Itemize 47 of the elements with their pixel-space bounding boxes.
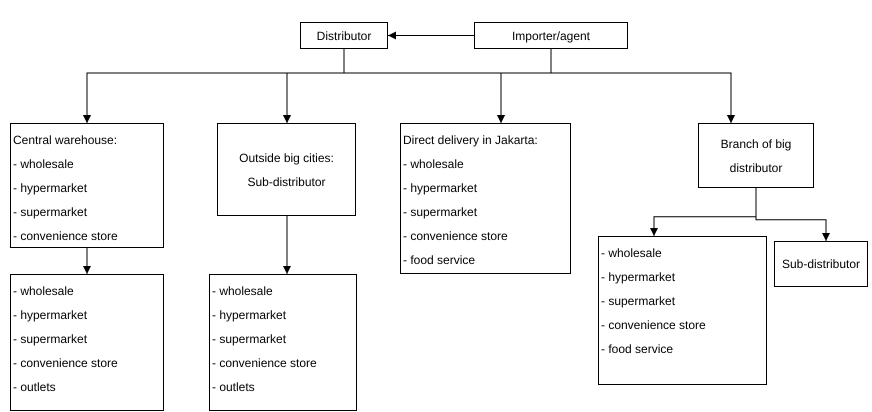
node-text: - convenience store	[212, 355, 318, 372]
node-box	[774, 241, 868, 287]
node-text: Outside big cities:	[239, 150, 334, 166]
node-text: Distributor	[316, 28, 372, 44]
node-box	[698, 123, 814, 188]
node-text: - convenience store	[601, 317, 707, 334]
node-box	[400, 123, 571, 274]
node-text: - hypermarket	[403, 180, 478, 197]
node-box	[300, 22, 388, 49]
connector-arrow	[283, 216, 291, 274]
node-text: - outlets	[13, 379, 57, 396]
node-text: - wholesale	[212, 283, 274, 300]
node-text: Branch of big distributor	[720, 136, 792, 176]
node-text: - hypermarket	[212, 307, 288, 324]
connector-arrow	[550, 48, 735, 124]
node-text: - convenience store	[13, 355, 119, 372]
node-text: - wholesale	[403, 156, 465, 173]
node-text: - wholesale	[13, 156, 75, 173]
node-text: Direct delivery in Jakarta:	[403, 132, 539, 149]
node-text: - supermarket	[212, 331, 288, 348]
node-text: - supermarket	[403, 204, 478, 221]
node-text: Sub-distributor	[782, 256, 860, 273]
node-box	[10, 274, 164, 411]
node-text: - convenience store	[403, 228, 509, 245]
node-text: - hypermarket	[13, 180, 88, 197]
node-text: - outlets	[212, 379, 256, 396]
node-box	[598, 236, 767, 385]
node-text: - food service	[403, 252, 476, 269]
node-text: - supermarket	[601, 293, 676, 310]
node-box	[10, 123, 164, 248]
node-box	[209, 274, 357, 411]
node-text: - hypermarket	[13, 307, 88, 324]
node-text: - hypermarket	[601, 269, 676, 286]
node-text: Importer/agent	[512, 28, 590, 44]
node-text: - wholesale	[13, 283, 75, 300]
node-text: - supermarket	[13, 204, 88, 221]
node-box	[217, 123, 356, 216]
connector-arrow	[388, 32, 474, 40]
connector-arrow	[756, 188, 830, 242]
node-text: - convenience store	[13, 228, 119, 245]
node-text: - wholesale	[601, 245, 663, 262]
node-text: - supermarket	[13, 331, 88, 348]
node-text: Central warehouse:	[13, 132, 118, 149]
node-box	[474, 22, 628, 49]
node-text: - food service	[601, 341, 674, 358]
connector-arrow	[83, 248, 91, 274]
node-text: Sub-distributor	[247, 174, 326, 190]
